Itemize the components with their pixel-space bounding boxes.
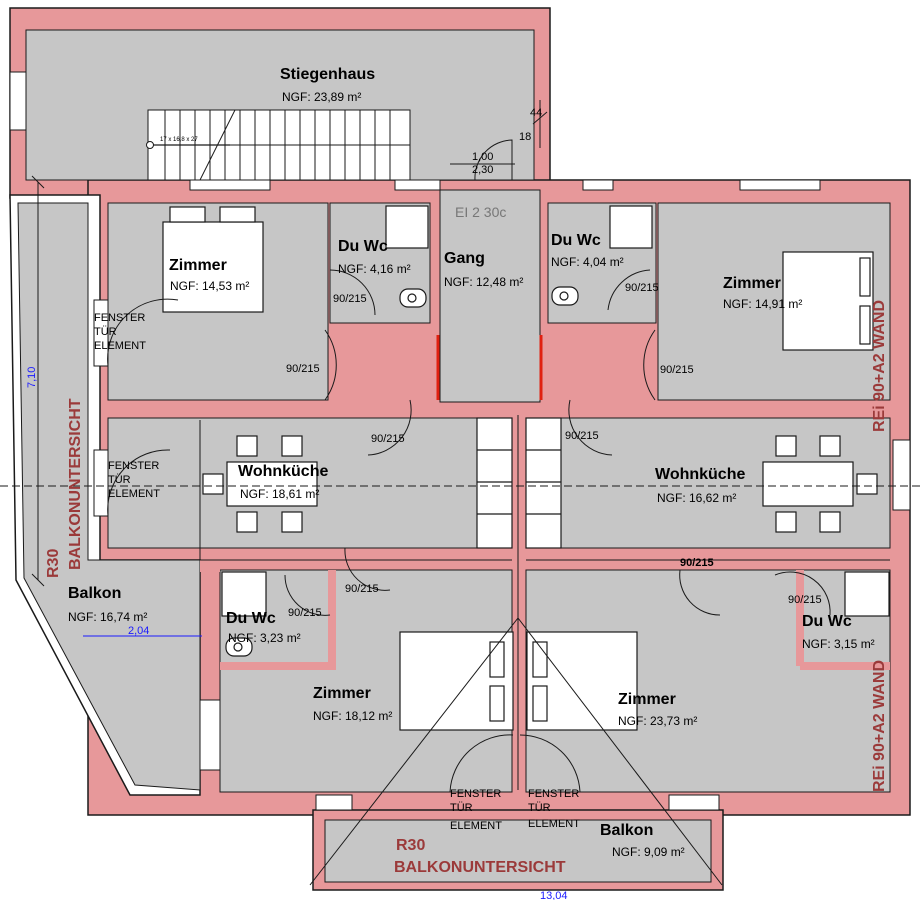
- window-element-w2: FENSTER TÜR ELEMENT: [108, 460, 160, 500]
- room-name-bath-ne: Du Wc: [551, 232, 601, 249]
- svg-text:FENSTER: FENSTER: [450, 788, 501, 800]
- room-name-kitchen-e: Wohnküche: [655, 466, 745, 483]
- balcony-w-underside: BALKONUNTERSICHT: [67, 398, 84, 570]
- room-name-nw: Zimmer: [169, 257, 227, 274]
- dining-table-e: [762, 435, 878, 533]
- door-label-5: 90/215: [371, 433, 405, 445]
- bed-nw: [162, 206, 264, 313]
- room-name-balcony-s: Balkon: [600, 822, 653, 839]
- door-label-7: 90/215: [345, 583, 379, 595]
- svg-text:TÜR: TÜR: [108, 474, 131, 486]
- door-label-6: 90/215: [565, 430, 599, 442]
- bed-ne: [782, 251, 874, 351]
- svg-text:TÜR: TÜR: [450, 802, 473, 814]
- balcony-s-underside: BALKONUNTERSICHT: [394, 859, 566, 876]
- door-label-10: 90/215: [788, 594, 822, 606]
- room-name-se: Zimmer: [618, 691, 676, 708]
- balcony-west-parapet: [200, 560, 220, 572]
- room-name-kitchen-w: Wohnküche: [238, 463, 328, 480]
- room-area-kitchen-e: NGF: 16,62 m²: [657, 491, 736, 505]
- room-name-bath-nw: Du Wc: [338, 238, 388, 255]
- room-name-ne: Zimmer: [723, 275, 781, 292]
- floor-balcony-south: [324, 819, 712, 883]
- window-element-w1: FENSTER TÜR ELEMENT: [94, 312, 146, 352]
- toilet-nw: [399, 288, 427, 308]
- room-name-bath-se: Du Wc: [802, 613, 852, 630]
- stair-door-height: 2,30: [472, 164, 493, 176]
- svg-text:ELEMENT: ELEMENT: [450, 820, 502, 832]
- room-area-se: NGF: 23,73 m²: [618, 714, 697, 728]
- wall-rating-2: REi 90+A2 WAND: [871, 660, 888, 792]
- fire-door-rating: EI 2 30c: [455, 204, 506, 220]
- shower-se: [844, 571, 890, 617]
- door-label-1: 90/215: [333, 293, 367, 305]
- bed-se: [526, 631, 638, 731]
- stair-dim-a: 44: [530, 107, 542, 119]
- room-name-stairwell: Stiegenhaus: [280, 66, 375, 83]
- shower-nw: [385, 205, 429, 249]
- stair-steps-label: 17 x 16,8 x 27: [160, 137, 198, 143]
- room-area-stairwell: NGF: 23,89 m²: [282, 90, 361, 104]
- svg-text:ELEMENT: ELEMENT: [528, 818, 580, 830]
- aux-lines: [0, 415, 922, 886]
- furniture: [162, 205, 890, 731]
- dim-bottom: 13,04: [540, 890, 568, 900]
- counter-e: [525, 417, 562, 549]
- room-name-sw: Zimmer: [313, 685, 371, 702]
- window-element-w4: FENSTER TÜR ELEMENT: [528, 788, 580, 830]
- room-area-kitchen-w: NGF: 18,61 m²: [240, 487, 319, 501]
- svg-text:FENSTER: FENSTER: [94, 312, 145, 324]
- svg-text:ELEMENT: ELEMENT: [108, 488, 160, 500]
- door-label-8: 90/215: [680, 557, 714, 569]
- door-label-9: 90/215: [288, 607, 322, 619]
- room-area-bath-ne: NGF: 4,04 m²: [551, 255, 624, 269]
- door-label-2: 90/215: [625, 282, 659, 294]
- balcony-s-r30: R30: [396, 837, 425, 854]
- shower-sw: [221, 571, 267, 617]
- room-area-bath-se: NGF: 3,15 m²: [802, 637, 875, 651]
- door-label-3: 90/215: [286, 363, 320, 375]
- room-area-sw: NGF: 18,12 m²: [313, 709, 392, 723]
- room-name-bath-sw: Du Wc: [226, 610, 276, 627]
- room-area-bath-sw: NGF: 3,23 m²: [228, 631, 301, 645]
- dimensions: [31, 100, 548, 637]
- dim-west: 7,10: [26, 367, 38, 388]
- svg-text:TÜR: TÜR: [94, 326, 117, 338]
- svg-text:TÜR: TÜR: [528, 802, 551, 814]
- svg-text:FENSTER: FENSTER: [108, 460, 159, 472]
- room-area-ne: NGF: 14,91 m²: [723, 297, 802, 311]
- door-swings: [107, 139, 831, 793]
- room-area-nw: NGF: 14,53 m²: [170, 279, 249, 293]
- door-label-4: 90/215: [660, 364, 694, 376]
- counter-w: [476, 417, 513, 549]
- staircase: 17 x 16,8 x 27: [146, 109, 411, 181]
- room-name-balcony-w: Balkon: [68, 585, 121, 602]
- room-area-balcony-s: NGF: 9,09 m²: [612, 845, 685, 859]
- svg-text:ELEMENT: ELEMENT: [94, 340, 146, 352]
- floor-corridor: [439, 189, 541, 403]
- dim-balcony: 2,04: [128, 625, 149, 637]
- room-area-corridor: NGF: 12,48 m²: [444, 275, 523, 289]
- windows: [9, 71, 911, 811]
- room-name-corridor: Gang: [444, 250, 485, 267]
- balcony-west-floor: [17, 202, 201, 791]
- toilet-sw: [225, 637, 253, 657]
- wall-rating-1: REi 90+A2 WAND: [871, 300, 888, 432]
- stair-door-width: 1,00: [472, 151, 493, 163]
- bath-walls: [199, 420, 890, 790]
- fire-walls: [436, 335, 543, 400]
- balcony-w-r30: R30: [45, 549, 62, 578]
- balcony-west: [9, 194, 220, 796]
- window-element-w3: FENSTER TÜR ELEMENT: [450, 788, 502, 832]
- svg-text:FENSTER: FENSTER: [528, 788, 579, 800]
- toilet-ne: [551, 286, 579, 306]
- dining-table-w: [202, 435, 318, 533]
- stair-dim-b: 18: [519, 131, 531, 143]
- room-area-bath-nw: NGF: 4,16 m²: [338, 262, 411, 276]
- room-area-balcony-w: NGF: 16,74 m²: [68, 610, 147, 624]
- shower-ne: [609, 205, 653, 249]
